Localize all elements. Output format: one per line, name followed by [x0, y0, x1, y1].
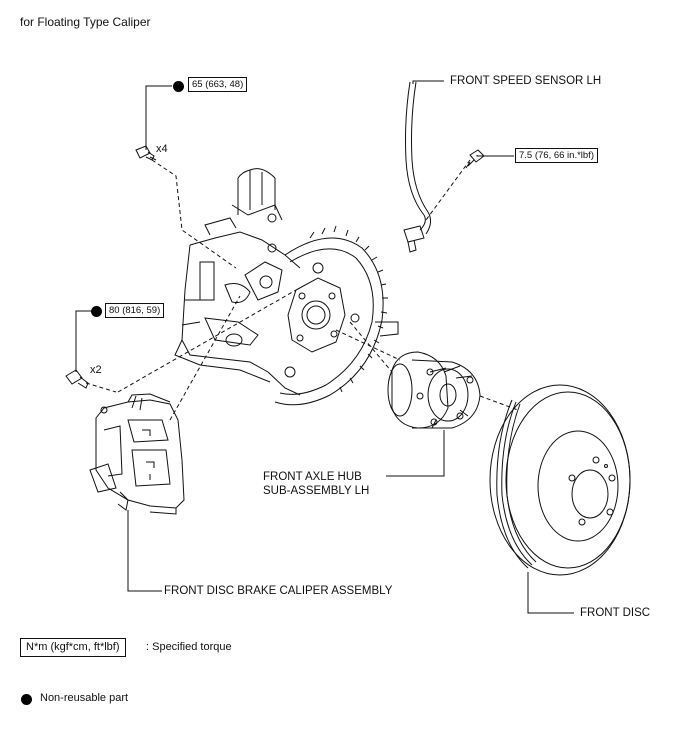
torque-box-caliper-bolt: 80 (816, 59)	[105, 303, 165, 318]
label-front-axle-hub-line2: SUB-ASSEMBLY LH	[263, 485, 370, 497]
speed-sensor	[403, 81, 432, 253]
non-reusable-symbol	[91, 306, 102, 317]
caliper-assembly	[89, 393, 185, 515]
page-header: for Floating Type Caliper	[20, 15, 151, 29]
caliper-bolt	[65, 369, 89, 389]
upper-bolt-quantity: x4	[156, 143, 168, 155]
front-disc	[489, 384, 631, 576]
label-caliper-assembly: FRONT DISC BRAKE CALIPER ASSEMBLY	[164, 585, 393, 597]
front-axle-hub	[387, 351, 481, 429]
non-reusable-symbol	[173, 81, 184, 92]
leader-lines	[75, 80, 574, 614]
upper-bolt	[135, 145, 157, 161]
legend-torque-box: N*m (kgf*cm, ft*lbf)	[20, 638, 126, 657]
caliper-bolt-quantity: x2	[90, 364, 102, 376]
assembly-guide-lines	[85, 159, 519, 421]
steering-knuckle-assembly	[174, 168, 301, 396]
label-front-speed-sensor: FRONT SPEED SENSOR LH	[450, 75, 602, 87]
torque-box-caliper-bracket-bolt: 65 (663, 48)	[188, 77, 248, 92]
sensor-bolt	[465, 149, 485, 169]
label-front-disc: FRONT DISC	[580, 607, 651, 619]
dust-shield	[274, 225, 399, 406]
label-front-axle-hub-line1: FRONT AXLE HUB	[263, 471, 362, 483]
legend-non-reusable-description: Non-reusable part	[40, 692, 129, 704]
legend-torque-description: : Specified torque	[146, 641, 232, 653]
torque-box-sensor-bolt: 7.5 (76, 66 in.*lbf)	[515, 148, 598, 163]
legend-non-reusable-symbol	[21, 694, 32, 705]
